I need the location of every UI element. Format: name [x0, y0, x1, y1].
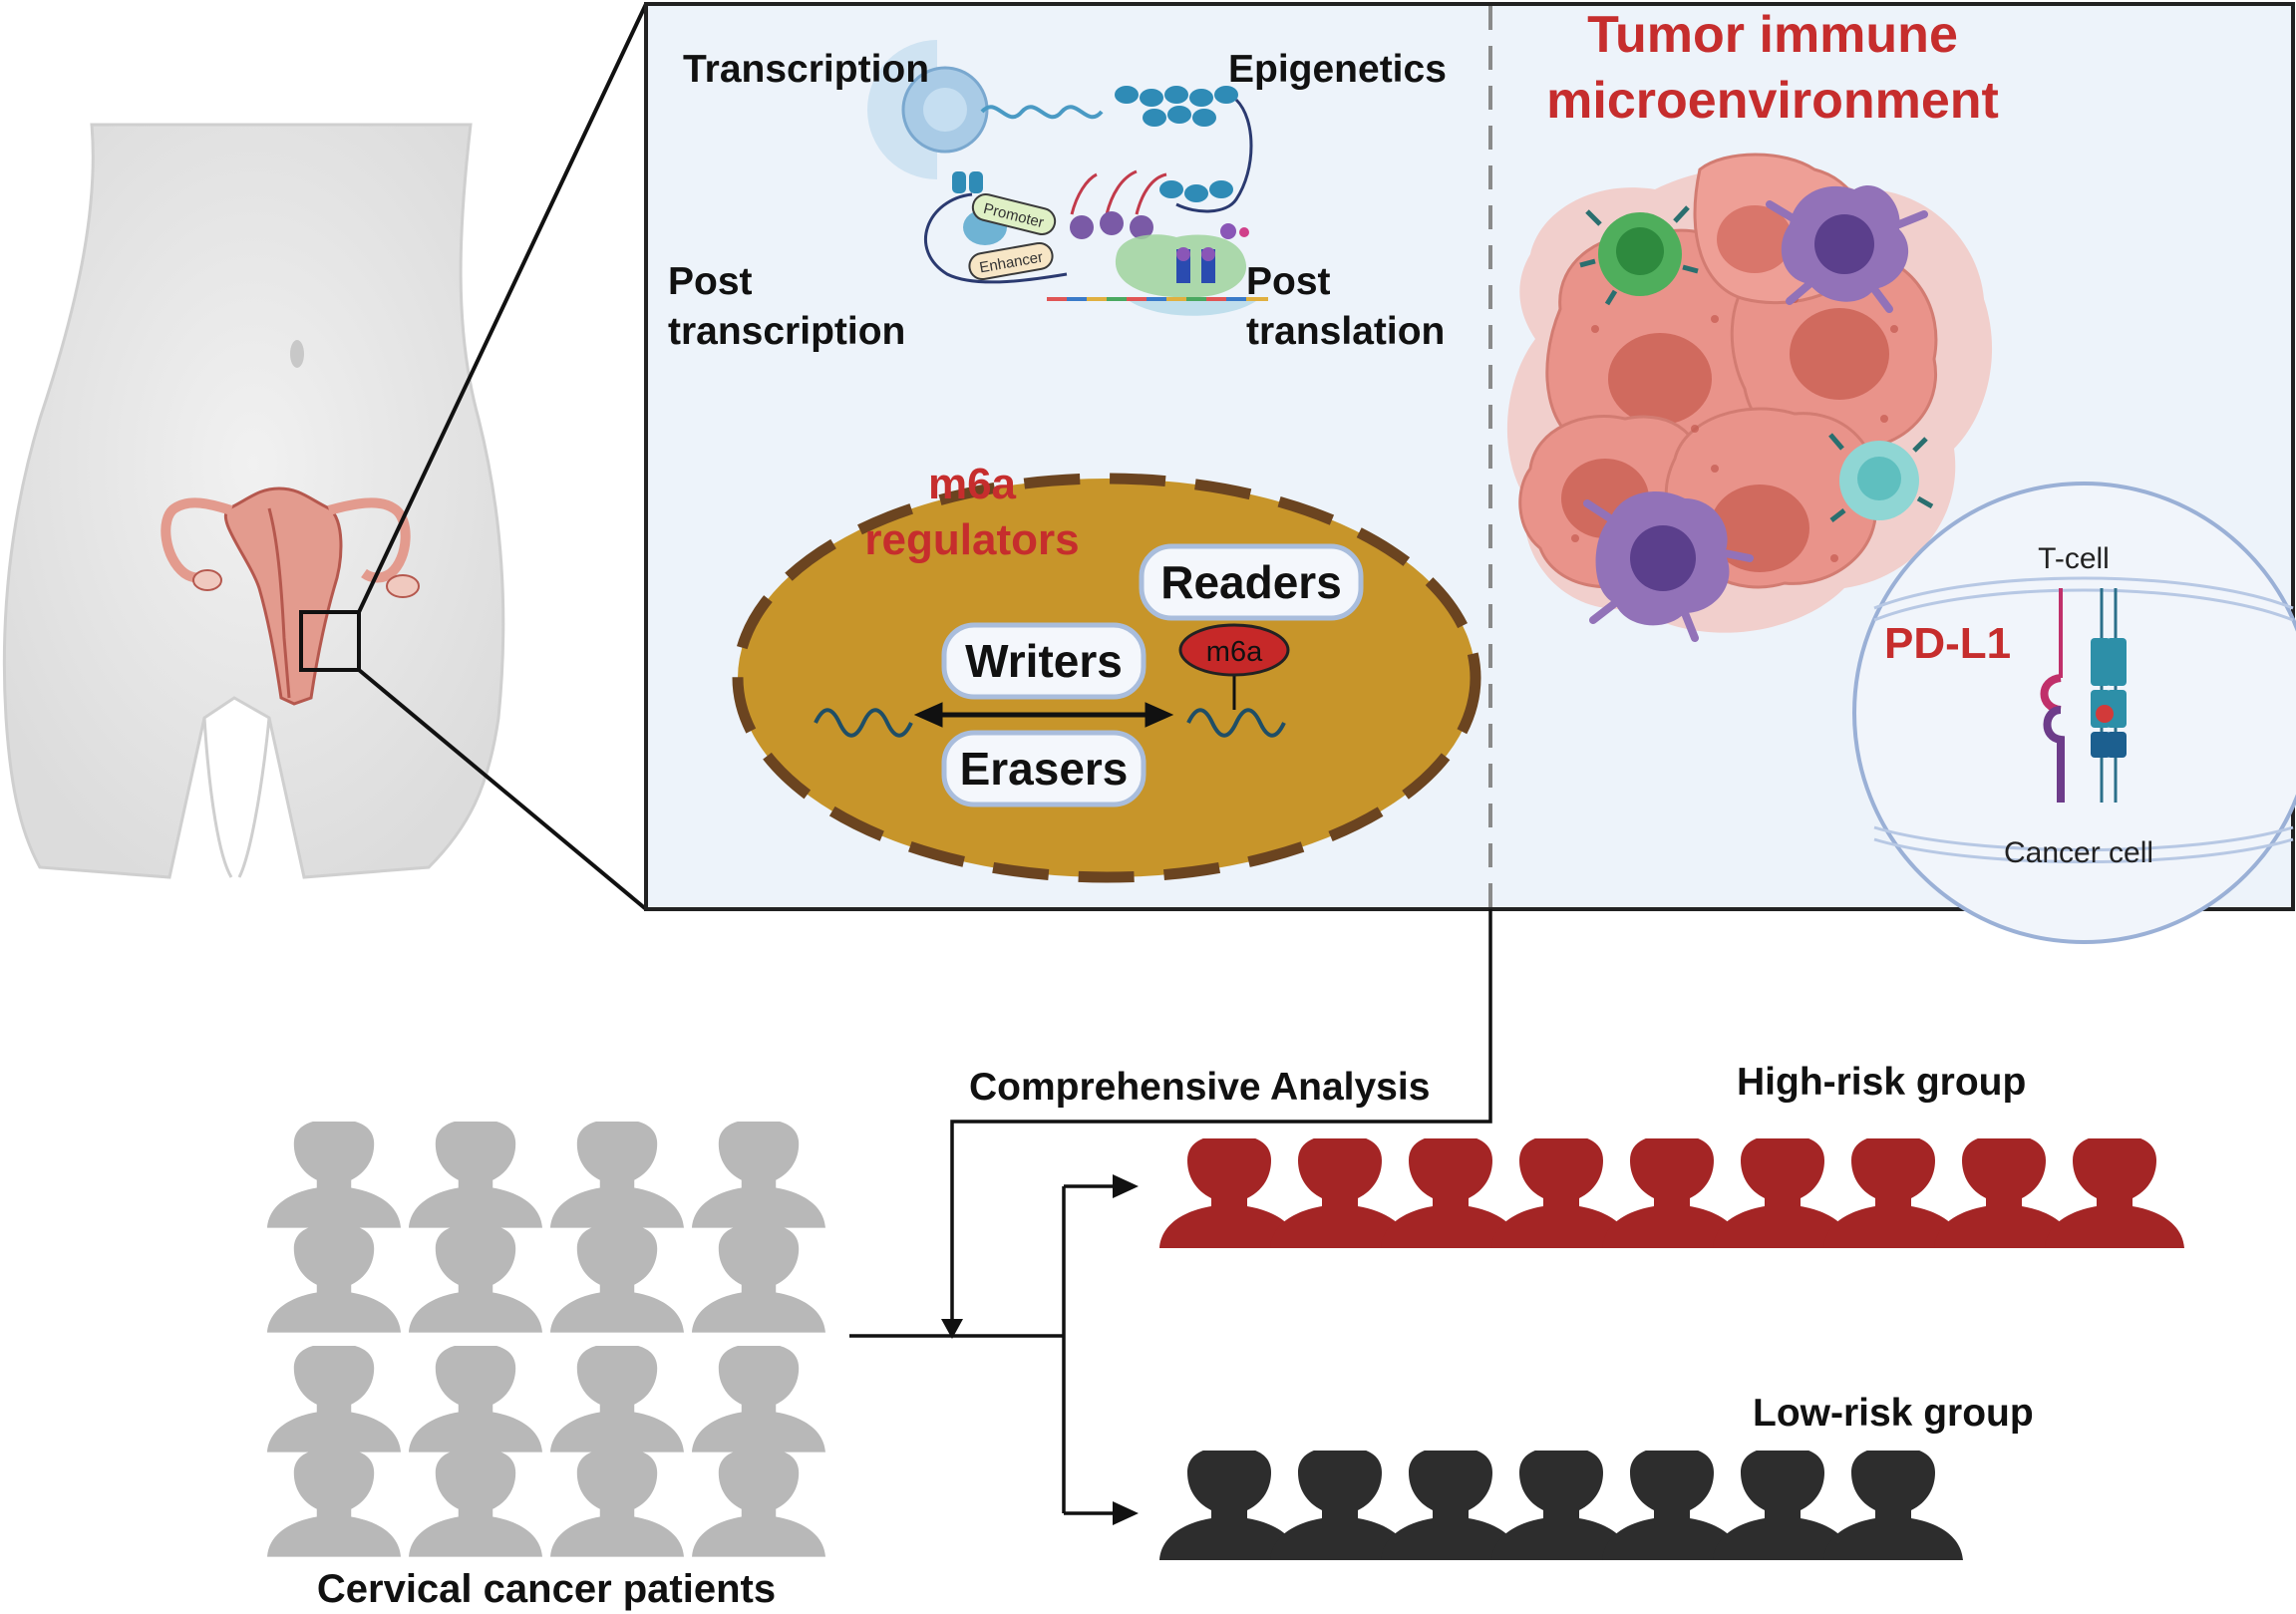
patient-figure-icon — [692, 1346, 825, 1453]
dendritic-cell-bottom-icon — [1583, 490, 1754, 642]
erasers-pill: Erasers — [941, 730, 1147, 807]
writer-eraser-arrow — [913, 702, 1174, 728]
rna-right-icon — [1186, 708, 1286, 738]
m6a-mark-label: m6a — [1206, 636, 1263, 668]
patients-label: Cervical cancer patients — [317, 1567, 776, 1611]
high-risk-label: High-risk group — [1737, 1061, 2026, 1104]
arrowhead-down — [941, 1319, 963, 1339]
patients-grid — [267, 1122, 825, 1557]
flow-connectors — [849, 909, 1492, 1515]
tme-title-2: microenvironment — [1546, 72, 1999, 130]
patient-figure-icon — [550, 1346, 684, 1453]
patient-figure-icon — [692, 1122, 825, 1228]
high-risk-group — [1159, 1138, 2184, 1248]
cancer-cell-label: Cancer cell — [2004, 836, 2153, 869]
writers-label: Writers — [965, 635, 1123, 687]
low-risk-group — [1159, 1451, 1963, 1560]
cervix-highlight-box — [299, 610, 361, 672]
arrowhead-high-risk — [1113, 1174, 1139, 1198]
patient-figure-icon — [692, 1451, 825, 1557]
label-post-translation-1: Post — [1246, 260, 1331, 303]
patient-figure-icon — [267, 1122, 401, 1228]
erasers-label: Erasers — [960, 743, 1129, 795]
comprehensive-analysis-label: Comprehensive Analysis — [969, 1066, 1430, 1109]
dendritic-cell-top-icon — [1766, 184, 1928, 313]
patient-figure-icon — [409, 1122, 542, 1228]
m6a-title-1: m6a — [928, 460, 1017, 508]
patient-figure-icon — [692, 1226, 825, 1333]
low-risk-patient-icon — [1823, 1451, 1963, 1560]
m6a-mark-icon — [1178, 623, 1290, 677]
readers-pill: Readers — [1139, 543, 1364, 621]
immune-synapse-inset: T-cell PD-L1 Cancer cell — [1852, 482, 2296, 944]
label-post-transcription-2: transcription — [668, 310, 905, 353]
label-post-translation-2: translation — [1246, 310, 1445, 353]
pd-l1-label: PD-L1 — [1884, 619, 2011, 668]
patient-figure-icon — [409, 1451, 542, 1557]
t-cell-cyan-icon — [1828, 433, 1934, 522]
tme-title-1: Tumor immune — [1587, 6, 1958, 64]
high-risk-patient-icon — [2045, 1138, 2184, 1248]
gene-regulation-illustration: Promoter Enhancer — [867, 40, 1268, 316]
low-risk-label: Low-risk group — [1753, 1392, 2034, 1435]
patient-figure-icon — [267, 1226, 401, 1333]
t-cell-green-icon — [1579, 205, 1699, 306]
promoter-tag: Promoter — [971, 192, 1057, 236]
arrowhead-low-risk — [1113, 1501, 1139, 1525]
label-post-transcription-1: Post — [668, 260, 753, 303]
readers-label: Readers — [1160, 556, 1342, 608]
writers-pill: Writers — [941, 622, 1147, 700]
patient-figure-icon — [267, 1346, 401, 1453]
rna-left-icon — [814, 708, 913, 738]
patient-figure-icon — [550, 1226, 684, 1333]
tumor-cluster-illustration — [1506, 153, 1993, 642]
patient-figure-icon — [409, 1226, 542, 1333]
pd1-receptor-icon — [2040, 588, 2065, 803]
patient-figure-icon — [409, 1346, 542, 1453]
patient-figure-icon — [550, 1122, 684, 1228]
pd-l1-ligand-icon — [2091, 588, 2127, 803]
patient-figure-icon — [267, 1451, 401, 1557]
body-silhouette — [2, 123, 505, 879]
label-transcription: Transcription — [683, 48, 929, 91]
label-epigenetics: Epigenetics — [1228, 48, 1447, 91]
uterus-icon — [161, 486, 420, 706]
patient-figure-icon — [550, 1451, 684, 1557]
t-cell-label: T-cell — [2038, 542, 2110, 575]
m6a-title-2: regulators — [864, 515, 1079, 564]
navel-icon — [290, 340, 304, 368]
m6a-regulators-cell: m6a regulators Readers Writers Erasers m… — [732, 460, 1481, 883]
